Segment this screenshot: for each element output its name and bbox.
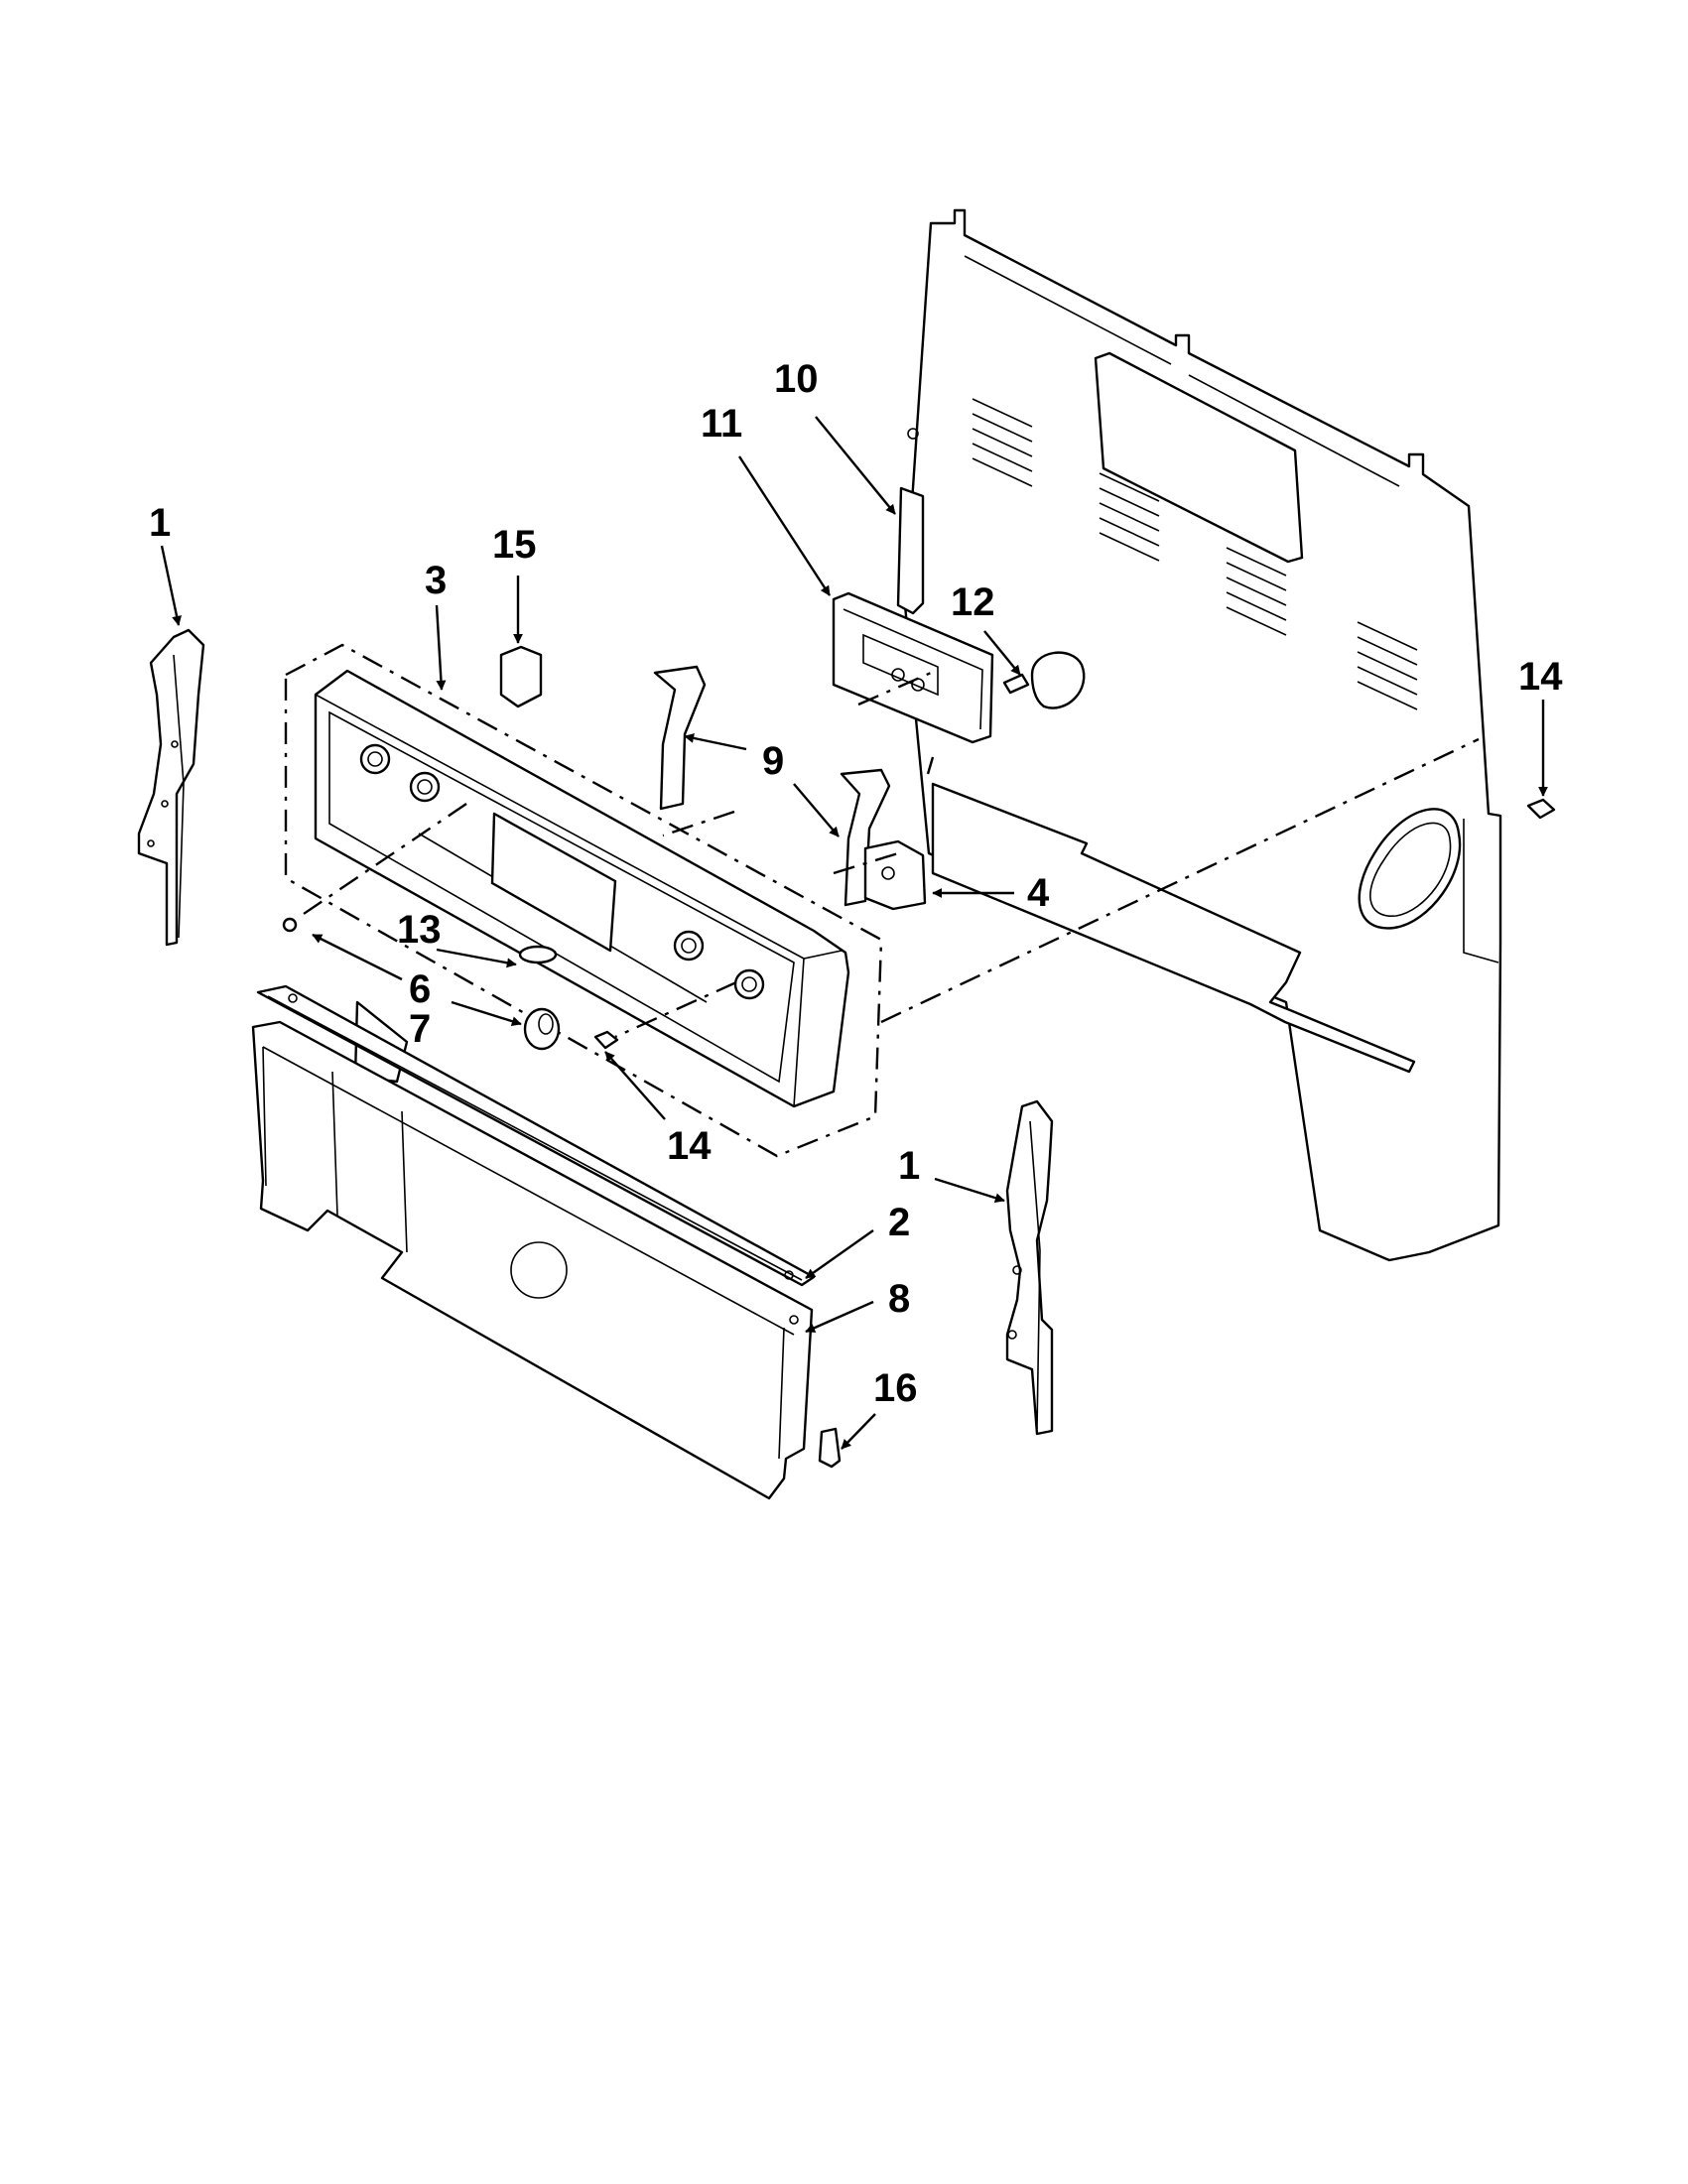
spring-clips: [653, 665, 891, 907]
control-knob: [523, 1007, 561, 1051]
callout-leaders: [160, 416, 1548, 1450]
callout-1-right: 1: [898, 1144, 920, 1188]
left-end-cap: [137, 628, 205, 947]
callout-14-right: 14: [1518, 655, 1563, 699]
callout-12: 12: [951, 580, 995, 624]
louver-vents: [972, 398, 1418, 710]
callout-11: 11: [701, 402, 742, 446]
callout-4: 4: [1027, 871, 1050, 915]
callout-13: 13: [397, 908, 442, 952]
lower-support-panel: [251, 1020, 814, 1500]
callout-10: 10: [774, 357, 819, 401]
callout-labels: 1 3 15 11 10 12 14 9 4 13 6 7 14 1 2 8 1…: [149, 357, 1563, 1410]
right-end-cap: [1005, 1099, 1054, 1436]
callout-9: 9: [762, 739, 784, 783]
callout-15: 15: [492, 523, 537, 567]
bracket-clip: [499, 645, 543, 708]
callout-7: 7: [409, 1007, 431, 1051]
callout-2: 2: [888, 1201, 910, 1244]
rear-panel: [903, 208, 1502, 1262]
control-bracket: [896, 486, 925, 615]
callout-6: 6: [409, 967, 431, 1011]
screws: [282, 673, 1556, 1469]
callout-14-bottom: 14: [667, 1124, 712, 1168]
callout-3: 3: [425, 559, 447, 602]
callout-16: 16: [873, 1366, 918, 1410]
callout-1-left: 1: [149, 501, 171, 545]
infinite-switch: [863, 839, 927, 911]
alignment-lines: [297, 668, 1480, 1039]
callout-8: 8: [888, 1277, 910, 1321]
console-knob-recesses: [359, 743, 765, 1000]
grommet: [1030, 651, 1086, 709]
